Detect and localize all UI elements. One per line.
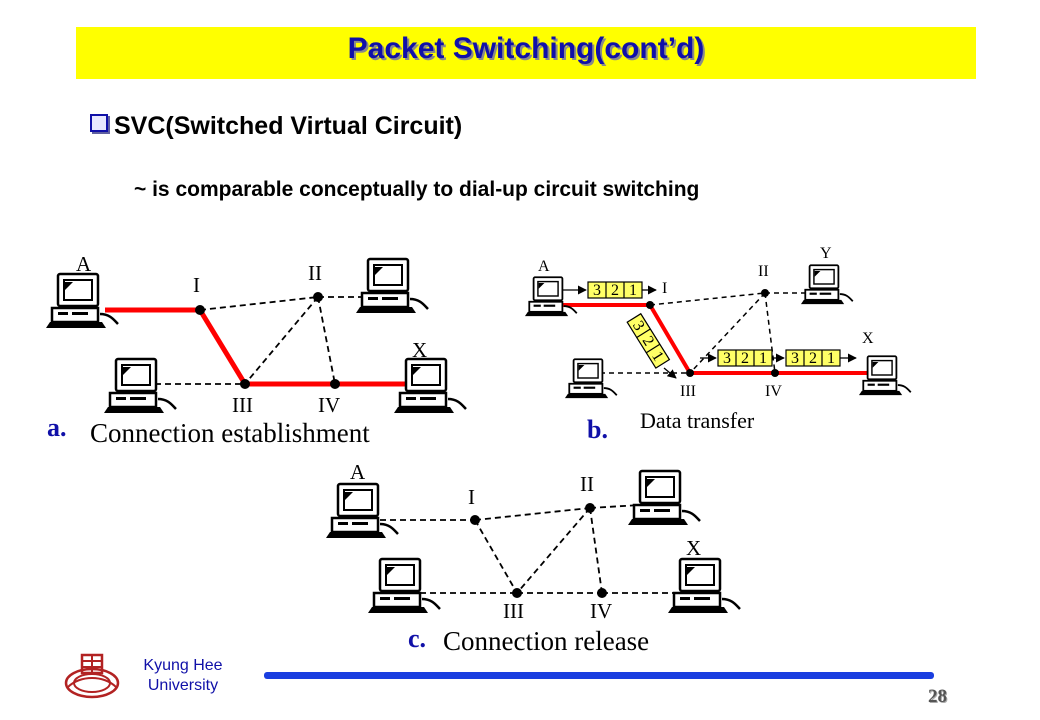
link-I-II [649, 292, 766, 306]
link-II-IV [764, 292, 776, 374]
link-II-host [589, 504, 641, 509]
university-name-line2: University [147, 677, 219, 694]
node-I [195, 305, 205, 315]
packet-number: 2 [611, 282, 619, 299]
computer-icon [324, 482, 400, 540]
host-label-Y: Y [820, 245, 832, 262]
packet-number: 1 [827, 350, 835, 367]
link-II-III [516, 507, 591, 594]
node-label-IV: IV [765, 383, 782, 400]
node-II [313, 292, 323, 302]
packet-number: 1 [629, 282, 637, 299]
node-label-II: II [758, 263, 769, 280]
slide-title: Packet Switching(cont’d) [347, 32, 705, 65]
node-IV [597, 588, 607, 598]
node-label-I: I [193, 273, 200, 297]
panel-letter-a: a. [47, 413, 67, 442]
caption-b: Data transfer [640, 408, 755, 433]
computer-icon [524, 276, 578, 318]
node-III [512, 588, 522, 598]
node-label-IV: IV [590, 599, 612, 623]
packet-number: 2 [809, 350, 817, 367]
node-II [585, 503, 595, 513]
link-I-III [648, 303, 692, 375]
node-IV [771, 369, 779, 377]
computer-icon [102, 357, 178, 415]
node-label-I: I [662, 280, 667, 297]
node-label-I: I [468, 485, 475, 509]
host-label-A: A [350, 460, 366, 484]
title-banner: Packet Switching(cont’d) [76, 27, 976, 79]
caption-c: Connection release [443, 626, 649, 656]
computer-icon [44, 272, 120, 330]
computer-icon [666, 557, 742, 615]
node-label-III: III [680, 383, 696, 400]
packet-group: 3 2 1 [626, 312, 671, 369]
footer-divider [264, 672, 934, 679]
page-number: 28 [928, 686, 947, 707]
computer-icon [366, 557, 442, 615]
panel-b: 3 2 1 3 2 1 3 2 1 3 2 1 [524, 245, 912, 444]
link-II-III [689, 292, 766, 374]
node-label-II: II [580, 472, 594, 496]
link-II-III [244, 296, 319, 385]
host-label-X: X [686, 536, 701, 560]
link-I-III [197, 308, 248, 386]
node-II [761, 289, 769, 297]
host-label-X: X [412, 338, 427, 362]
panel-a: A X I II III IV a. Connection establishm… [44, 252, 468, 448]
computer-icon [392, 357, 468, 415]
checkbox-bullet-icon [90, 114, 108, 132]
panel-letter-b: b. [587, 415, 608, 444]
link-II-IV [589, 507, 603, 594]
node-label-III: III [232, 393, 253, 417]
computer-icon [800, 264, 854, 306]
packet-number: 3 [791, 350, 799, 367]
caption-a: Connection establishment [90, 418, 370, 448]
computer-icon [354, 257, 430, 315]
packet-number: 3 [723, 350, 731, 367]
computer-icon [626, 469, 702, 527]
node-III [686, 369, 694, 377]
svc-description: ~ is comparable conceptually to dial-up … [134, 178, 700, 201]
bullet-svc: SVC(Switched Virtual Circuit) [90, 112, 462, 141]
packet-number: 3 [593, 282, 601, 299]
node-label-IV: IV [318, 393, 340, 417]
host-label-A: A [538, 258, 550, 275]
node-label-III: III [503, 599, 524, 623]
link-II-IV [317, 296, 336, 385]
host-label-A: A [76, 252, 92, 276]
university-name: Kyung Hee University [128, 656, 238, 696]
node-I [470, 515, 480, 525]
link-I-II [199, 296, 319, 311]
host-label-X: X [862, 330, 874, 347]
bullet-text: SVC(Switched Virtual Circuit) [114, 112, 463, 140]
link-I-II [474, 507, 591, 521]
node-III [240, 379, 250, 389]
node-I [646, 301, 654, 309]
university-name-line1: Kyung Hee [143, 657, 223, 674]
packet-number: 2 [741, 350, 749, 367]
panel-letter-c: c. [408, 624, 426, 653]
packet-number: 1 [759, 350, 767, 367]
link-I-III [474, 519, 518, 594]
computer-icon [564, 358, 618, 400]
panel-c: A X I II III IV c. Connection release [324, 460, 742, 656]
university-logo [64, 653, 120, 699]
computer-icon [858, 355, 912, 397]
node-label-II: II [308, 261, 322, 285]
node-IV [330, 379, 340, 389]
